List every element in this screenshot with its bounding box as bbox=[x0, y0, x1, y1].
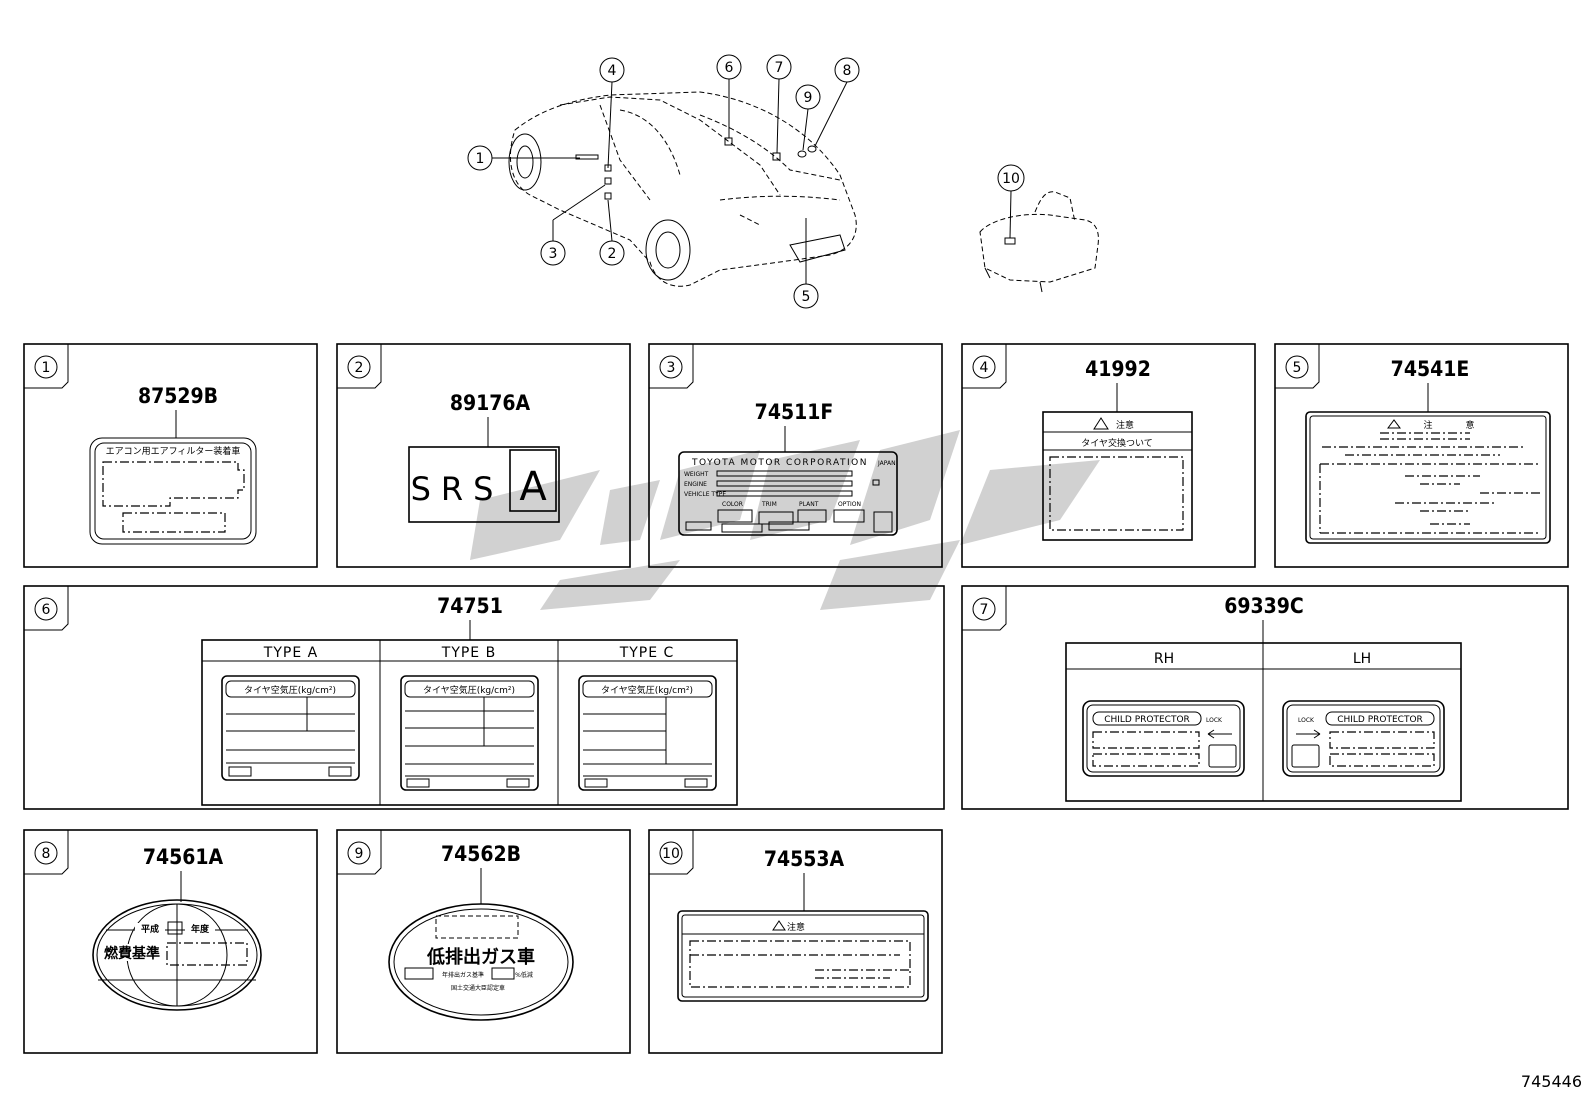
svg-text:8: 8 bbox=[843, 63, 852, 79]
svg-text:エアコン用エアフィルター装着車: エアコン用エアフィルター装着車 bbox=[106, 445, 241, 457]
part-number: 87529B bbox=[138, 384, 218, 408]
svg-text:7: 7 bbox=[980, 602, 989, 618]
svg-text:LH: LH bbox=[1353, 651, 1371, 667]
callout-3: 3 bbox=[540, 184, 606, 266]
panel-6: 6 74751 TYPE A TYPE B TYPE C タイヤ空気圧(kg/c… bbox=[23, 585, 945, 810]
panel-1: 1 87529B エアコン用エアフィルター装着車 bbox=[23, 343, 318, 568]
svg-text:平成: 平成 bbox=[141, 923, 159, 935]
svg-text:TYPE C: TYPE C bbox=[619, 645, 675, 661]
child-protector-rh: CHILD PROTECTOR LOCK bbox=[1082, 700, 1245, 777]
panel-5: 5 74541E 注 意 bbox=[1274, 343, 1569, 568]
svg-text:2: 2 bbox=[608, 246, 617, 262]
svg-text:1: 1 bbox=[42, 360, 51, 376]
svg-text:TYPE B: TYPE B bbox=[441, 645, 496, 661]
svg-text:LOCK: LOCK bbox=[1206, 717, 1223, 724]
svg-text:年度: 年度 bbox=[191, 923, 210, 935]
svg-text:ENGINE: ENGINE bbox=[684, 481, 707, 488]
svg-text:9: 9 bbox=[804, 90, 813, 106]
callout-7: 7 bbox=[766, 54, 792, 154]
overview-callouts: 1 2 3 4 5 6 7 8 9 10 bbox=[467, 54, 1025, 309]
panel-3: 3 74511F TOYOTA MOTOR CORPORATION JAPAN … bbox=[648, 343, 943, 568]
panel-9: 9 74562B 低排出ガス車 年排出ガス基準 %低減 国土交通大臣認定車 bbox=[336, 829, 631, 1054]
tire-label-type-a: タイヤ空気圧(kg/cm²) bbox=[221, 675, 360, 781]
callout-9: 9 bbox=[795, 84, 821, 151]
svg-text:VEHICLE TYPE: VEHICLE TYPE bbox=[684, 491, 726, 498]
part-number: 89176A bbox=[450, 391, 531, 415]
callout-8: 8 bbox=[814, 57, 860, 147]
svg-text:9: 9 bbox=[355, 846, 364, 862]
callout-6: 6 bbox=[716, 54, 742, 138]
svg-text:TRIM: TRIM bbox=[761, 501, 777, 508]
svg-text:6: 6 bbox=[725, 60, 734, 76]
svg-text:RH: RH bbox=[1154, 651, 1174, 667]
callout-1: 1 bbox=[467, 145, 580, 171]
svg-text:タイヤ空気圧(kg/cm²): タイヤ空気圧(kg/cm²) bbox=[244, 684, 336, 696]
svg-text:タイヤ空気圧(kg/cm²): タイヤ空気圧(kg/cm²) bbox=[601, 684, 693, 696]
svg-text:4: 4 bbox=[608, 63, 617, 79]
part-number: 74541E bbox=[1391, 357, 1470, 381]
callout-10: 10 bbox=[997, 164, 1025, 239]
svg-text:PLANT: PLANT bbox=[799, 501, 819, 508]
svg-text:10: 10 bbox=[662, 846, 680, 862]
watermark-logo bbox=[470, 430, 1100, 610]
panel-8: 8 74561A 平成 年度 燃費基準 bbox=[23, 829, 318, 1054]
diagram-code: 745446 bbox=[1520, 1072, 1582, 1091]
svg-text:CHILD PROTECTOR: CHILD PROTECTOR bbox=[1104, 715, 1190, 725]
svg-text:8: 8 bbox=[42, 846, 51, 862]
panel-4: 4 41992 注意 タイヤ交換ついて bbox=[961, 343, 1256, 568]
panel-7: 7 69339C RH LH CHILD PROTECTOR LOCK CHIL… bbox=[961, 585, 1569, 810]
svg-text:OPTION: OPTION bbox=[838, 501, 861, 508]
svg-text:TYPE A: TYPE A bbox=[263, 645, 318, 661]
panel-2: 2 89176A SRS A bbox=[336, 343, 631, 568]
child-protector-lh: CHILD PROTECTOR LOCK bbox=[1282, 700, 1445, 777]
svg-text:A: A bbox=[519, 464, 547, 510]
part-number: 69339C bbox=[1224, 594, 1304, 618]
car-overview bbox=[508, 91, 857, 287]
part-number: 74553A bbox=[764, 847, 845, 871]
svg-text:6: 6 bbox=[42, 602, 51, 618]
svg-text:4: 4 bbox=[980, 360, 989, 376]
seat-overview bbox=[979, 191, 1099, 293]
part-number: 41992 bbox=[1085, 357, 1151, 381]
svg-text:TOYOTA MOTOR CORPORATION: TOYOTA MOTOR CORPORATION bbox=[691, 458, 868, 468]
part-number: 74511F bbox=[755, 400, 834, 424]
svg-text:燃費基準: 燃費基準 bbox=[104, 945, 160, 962]
svg-text:CHILD PROTECTOR: CHILD PROTECTOR bbox=[1337, 715, 1423, 725]
svg-text:LOCK: LOCK bbox=[1298, 717, 1315, 724]
svg-text:国土交通大臣認定車: 国土交通大臣認定車 bbox=[451, 984, 505, 992]
part-number: 74751 bbox=[437, 594, 503, 618]
panel-10: 10 74553A 注意 bbox=[648, 829, 943, 1054]
svg-text:7: 7 bbox=[775, 60, 784, 76]
callout-5: 5 bbox=[793, 218, 819, 309]
svg-text:年排出ガス基準: 年排出ガス基準 bbox=[442, 971, 484, 979]
svg-text:5: 5 bbox=[802, 289, 811, 305]
svg-text:タイヤ交換ついて: タイヤ交換ついて bbox=[1081, 437, 1152, 449]
part-number: 74561A bbox=[143, 845, 224, 869]
part-number: 74562B bbox=[441, 842, 521, 866]
svg-text:1: 1 bbox=[476, 151, 485, 167]
svg-text:WEIGHT: WEIGHT bbox=[684, 471, 709, 478]
svg-text:低排出ガス車: 低排出ガス車 bbox=[426, 946, 535, 968]
svg-text:注: 注 bbox=[1423, 419, 1432, 431]
svg-text:2: 2 bbox=[355, 360, 364, 376]
svg-text:SRS: SRS bbox=[411, 470, 504, 508]
svg-text:3: 3 bbox=[667, 360, 676, 376]
tire-label-type-c: タイヤ空気圧(kg/cm²) bbox=[578, 675, 717, 791]
svg-text:意: 意 bbox=[1465, 419, 1474, 431]
svg-text:3: 3 bbox=[549, 246, 558, 262]
callout-4: 4 bbox=[599, 57, 625, 169]
tire-label-type-b: タイヤ空気圧(kg/cm²) bbox=[400, 675, 539, 791]
callout-2: 2 bbox=[599, 199, 625, 266]
svg-text:JAPAN: JAPAN bbox=[877, 460, 896, 467]
svg-text:%低減: %低減 bbox=[515, 971, 533, 979]
svg-text:COLOR: COLOR bbox=[722, 501, 743, 508]
svg-text:注意: 注意 bbox=[787, 921, 805, 933]
svg-text:タイヤ空気圧(kg/cm²): タイヤ空気圧(kg/cm²) bbox=[423, 684, 515, 696]
svg-text:10: 10 bbox=[1002, 171, 1020, 187]
svg-text:注意: 注意 bbox=[1116, 419, 1134, 431]
svg-text:5: 5 bbox=[1293, 360, 1302, 376]
